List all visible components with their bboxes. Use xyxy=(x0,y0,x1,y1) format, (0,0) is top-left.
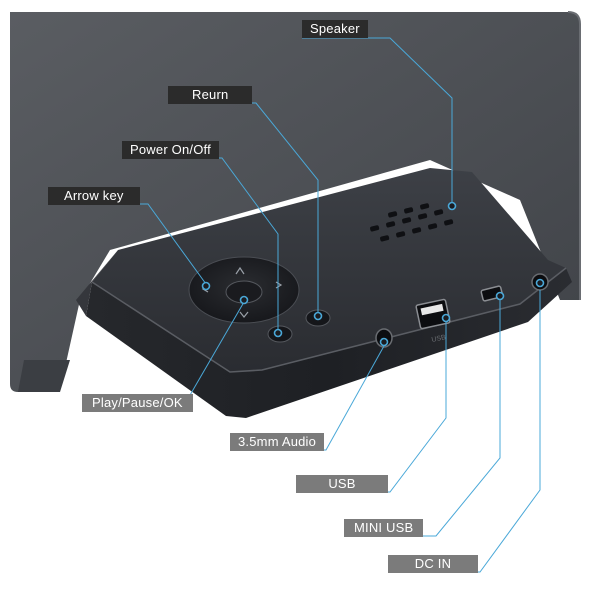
dot-dc-in xyxy=(535,278,545,288)
callout-dots xyxy=(201,201,545,347)
dot-mini-usb xyxy=(495,291,505,301)
tablet-body xyxy=(10,12,580,392)
callout-line-speaker xyxy=(302,37,453,204)
label-power: Power On/Off xyxy=(122,141,219,159)
label-audio: 3.5mm Audio xyxy=(230,433,325,451)
usb-port-text: USB xyxy=(431,334,447,344)
label-speaker: Speaker xyxy=(302,20,368,38)
arrow-down-icon xyxy=(239,311,249,318)
tablet-lower-shadow xyxy=(18,360,70,392)
arrow-up-icon xyxy=(235,266,245,275)
label-dc-in: DC IN xyxy=(388,555,478,573)
dot-speaker xyxy=(447,201,457,211)
control-box-front-bevel xyxy=(91,267,567,373)
label-arrow-key: Arrow key xyxy=(48,187,140,205)
dot-usb xyxy=(441,313,451,323)
usb-port-tongue xyxy=(420,303,444,316)
label-usb: USB xyxy=(296,475,388,493)
dot-play-pause-ok xyxy=(239,295,249,305)
label-play-pause-ok: Play/Pause/OK xyxy=(82,394,193,412)
dot-audio xyxy=(379,337,389,347)
dot-power xyxy=(273,328,283,338)
label-return: Reurn xyxy=(168,86,253,104)
tablet-edge xyxy=(567,11,581,300)
dot-return xyxy=(313,311,323,321)
label-mini-usb: MINI USB xyxy=(344,519,424,537)
control-box-left-face xyxy=(76,250,118,316)
dot-arrow-key xyxy=(201,281,211,291)
control-box-front xyxy=(86,268,572,418)
speaker-grille xyxy=(370,203,454,242)
